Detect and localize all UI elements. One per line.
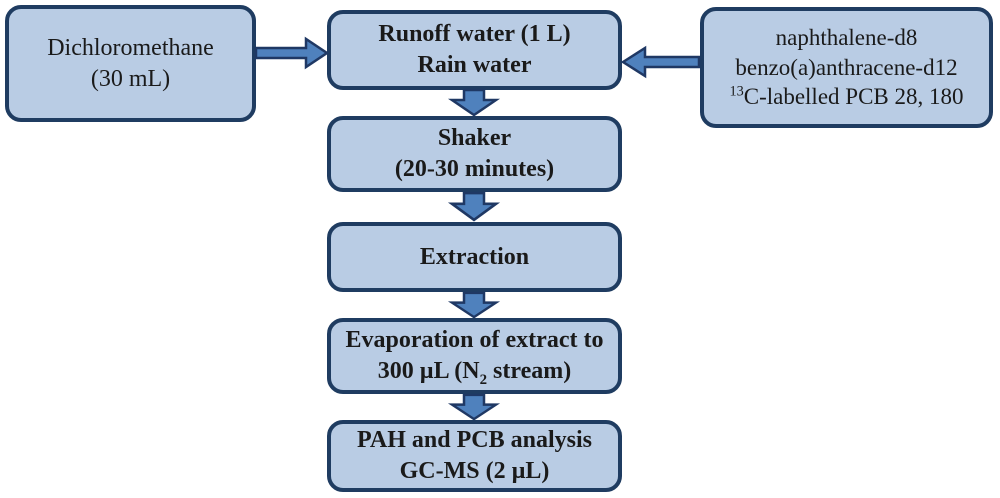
- box-runoff-line2: Rain water: [417, 52, 532, 78]
- box-extraction-line1: Extraction: [419, 243, 530, 270]
- box-evaporation-line1: Evaporation of extract to: [345, 327, 604, 354]
- box-shaker: Shaker (20-30 minutes): [327, 116, 622, 192]
- box-internal-standards: naphthalene-d8 benzo(a)anthracene-d12 13…: [700, 7, 993, 128]
- box-runoff-line1: Runoff water (1 L): [378, 21, 571, 48]
- box-standards-line2: benzo(a)anthracene-d12: [735, 54, 958, 80]
- box-shaker-line2: (20-30 minutes): [394, 156, 555, 182]
- box-evaporation-line2: 300 µL (N2 stream): [378, 356, 571, 387]
- nitrogen-subscript: 2: [479, 371, 488, 388]
- box-evaporation-line2-post: stream): [487, 358, 572, 384]
- arrow-left-icon: [620, 45, 701, 79]
- box-standards-line1: naphthalene-d8: [775, 25, 918, 51]
- arrow-right-icon: [254, 36, 330, 70]
- arrow-down-icon: [447, 291, 501, 319]
- box-standards-line3-rest: C-labelled PCB 28, 180: [743, 84, 964, 110]
- box-standards-line3: 13C-labelled PCB 28, 180: [729, 82, 963, 111]
- box-dichloromethane: Dichloromethane (30 mL): [5, 5, 256, 122]
- box-shaker-line1: Shaker: [437, 125, 512, 152]
- box-dichloromethane-line1: Dichloromethane: [47, 34, 214, 61]
- box-evaporation: Evaporation of extract to 300 µL (N2 str…: [327, 318, 622, 394]
- arrow-down-icon: [447, 393, 501, 421]
- arrow-down-icon: [447, 88, 501, 117]
- box-extraction: Extraction: [327, 222, 622, 292]
- box-evaporation-line2-pre: 300 µL (N: [377, 358, 480, 384]
- isotope-superscript: 13: [729, 83, 744, 100]
- box-analysis: PAH and PCB analysis GC-MS (2 µL): [327, 420, 622, 492]
- box-analysis-line2: GC-MS (2 µL): [399, 458, 550, 484]
- box-analysis-line1: PAH and PCB analysis: [357, 427, 592, 454]
- box-runoff-water: Runoff water (1 L) Rain water: [327, 10, 622, 90]
- arrow-down-icon: [447, 191, 501, 222]
- box-dichloromethane-line2: (30 mL): [90, 65, 171, 92]
